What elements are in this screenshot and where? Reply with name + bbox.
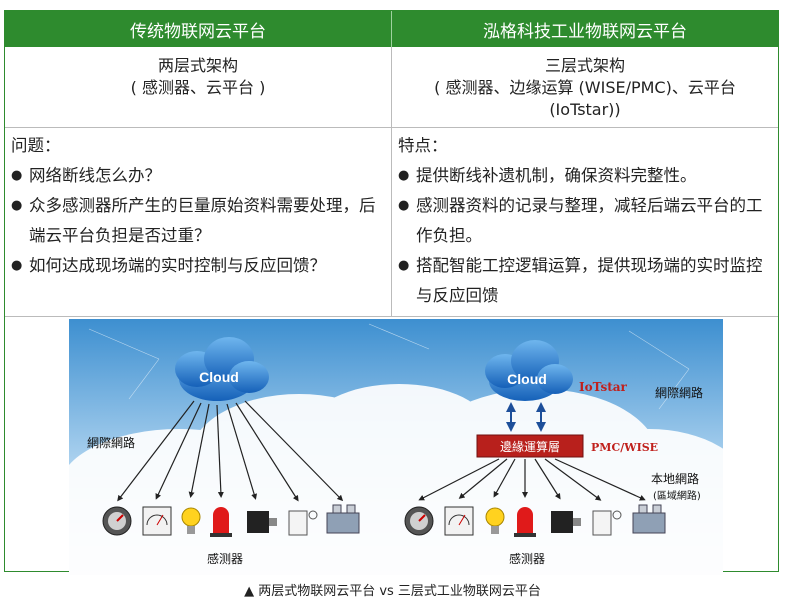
list-item: ● 感测器资料的记录与整理，减轻后端云平台的工作负担。 <box>398 191 772 251</box>
bullet-icon: ● <box>398 168 410 183</box>
iotstar-label: IoTstar <box>579 380 628 394</box>
controller-icon <box>592 510 622 536</box>
edge-computing-box <box>476 434 584 458</box>
gauge-icon <box>102 506 132 536</box>
bullet-icon: ● <box>398 198 410 213</box>
pmc-wise-label: PMC/WISE <box>591 441 658 454</box>
figure-caption: ▲ 两层式物联网云平台 vs 三层式工业物联网云平台 <box>244 584 541 599</box>
architecture-row: 两层式架构 ( 感测器、云平台 ) 三层式架构 ( 感测器、边缘运算 (WISE… <box>5 47 778 128</box>
local-network-label: 本地網路 <box>651 471 699 486</box>
three-tier-title: 三层式架构 <box>544 56 625 75</box>
valve-icon <box>326 504 360 534</box>
right-sensors-label: 感测器 <box>509 551 545 566</box>
controller-icon <box>288 510 318 536</box>
valve-icon <box>632 504 666 534</box>
list-item: ● 搭配智能工控逻辑运算，提供现场端的实时监控与反应回馈 <box>398 251 772 311</box>
header-traditional: 传统物联网云平台 <box>130 21 266 42</box>
alarm-light-icon <box>514 507 536 537</box>
meter-icon <box>142 506 172 536</box>
bullet-icon: ● <box>11 168 23 183</box>
features-cell: 特点： ● 提供断线补遗机制，确保资料完整性。 ● 感测器资料的记录与整理，减轻… <box>391 127 778 316</box>
gauge-icon <box>404 506 434 536</box>
right-sensor-icons <box>404 504 666 537</box>
points-row: 问题： ● 网络断线怎么办？ ● 众多感测器所产生的巨量原始资料需要处理，后端云… <box>5 127 778 317</box>
bulb-icon <box>181 507 201 534</box>
comparison-table: 传统物联网云平台 泓格科技工业物联网云平台 两层式架构 ( 感测器、云平台 ) … <box>4 10 779 575</box>
problem-text: 如何达成现场端的实时控制与反应回馈？ <box>29 256 326 275</box>
bullet-icon: ● <box>398 258 410 273</box>
left-cloud-label: Cloud <box>199 369 239 385</box>
three-tier-cell: 三层式架构 ( 感测器、边缘运算 (WISE/PMC)、云平台 (IoTstar… <box>391 47 778 127</box>
right-cloud-label: Cloud <box>507 371 547 387</box>
bulb-icon <box>485 507 505 534</box>
network-lines-decor <box>88 323 690 410</box>
header-icpdas: 泓格科技工业物联网云平台 <box>391 11 778 47</box>
bullet-icon: ● <box>11 258 23 273</box>
left-arrows <box>117 400 344 502</box>
bullet-icon: ● <box>11 198 23 213</box>
left-sensor-icons <box>102 504 360 537</box>
list-item: ● 网络断线怎么办？ <box>11 161 385 191</box>
list-item: ● 如何达成现场端的实时控制与反应回馈？ <box>11 251 385 281</box>
problem-text: 网络断线怎么办？ <box>29 166 161 185</box>
table-header: 传统物联网云平台 泓格科技工业物联网云平台 <box>5 11 778 47</box>
two-tier-cell: 两层式架构 ( 感测器、云平台 ) <box>5 47 391 127</box>
right-arrows <box>418 458 646 501</box>
problems-heading: 问题： <box>11 136 61 155</box>
list-item: ● 提供断线补遗机制，确保资料完整性。 <box>398 161 772 191</box>
right-network-label: 網際網路 <box>655 385 703 400</box>
left-cloud-icon <box>175 337 269 401</box>
left-sensors-label: 感测器 <box>207 551 243 566</box>
local-network-sub-label: (區域網路) <box>653 489 701 502</box>
meter-icon <box>444 506 474 536</box>
architecture-diagram: Cloud 網際網路 <box>69 319 723 575</box>
problem-text: 众多感测器所产生的巨量原始资料需要处理，后端云平台负担是否过重？ <box>29 196 376 245</box>
two-tier-sub: ( 感测器、云平台 ) <box>130 78 266 97</box>
feature-text: 提供断线补遗机制，确保资料完整性。 <box>416 166 697 185</box>
three-tier-sub-2: (IoTstar)) <box>549 100 621 119</box>
white-cloud-layer <box>69 384 723 575</box>
cloud-edge-arrows <box>506 402 546 432</box>
two-tier-title: 两层式架构 <box>157 56 238 75</box>
right-cloud-icon <box>485 340 573 401</box>
feature-text: 感测器资料的记录与整理，减轻后端云平台的工作负担。 <box>416 196 763 245</box>
alarm-light-icon <box>210 507 232 537</box>
problems-cell: 问题： ● 网络断线怎么办？ ● 众多感测器所产生的巨量原始资料需要处理，后端云… <box>5 127 391 316</box>
motor-icon <box>247 511 277 533</box>
motor-icon <box>551 511 581 533</box>
list-item: ● 众多感测器所产生的巨量原始资料需要处理，后端云平台负担是否过重？ <box>11 191 385 251</box>
edge-computing-label: 邊緣運算層 <box>500 439 560 454</box>
features-heading: 特点： <box>398 136 448 155</box>
three-tier-sub-1: ( 感测器、边缘运算 (WISE/PMC)、云平台 <box>434 78 736 97</box>
feature-text: 搭配智能工控逻辑运算，提供现场端的实时监控与反应回馈 <box>416 256 763 305</box>
left-network-label: 網際網路 <box>87 435 135 450</box>
